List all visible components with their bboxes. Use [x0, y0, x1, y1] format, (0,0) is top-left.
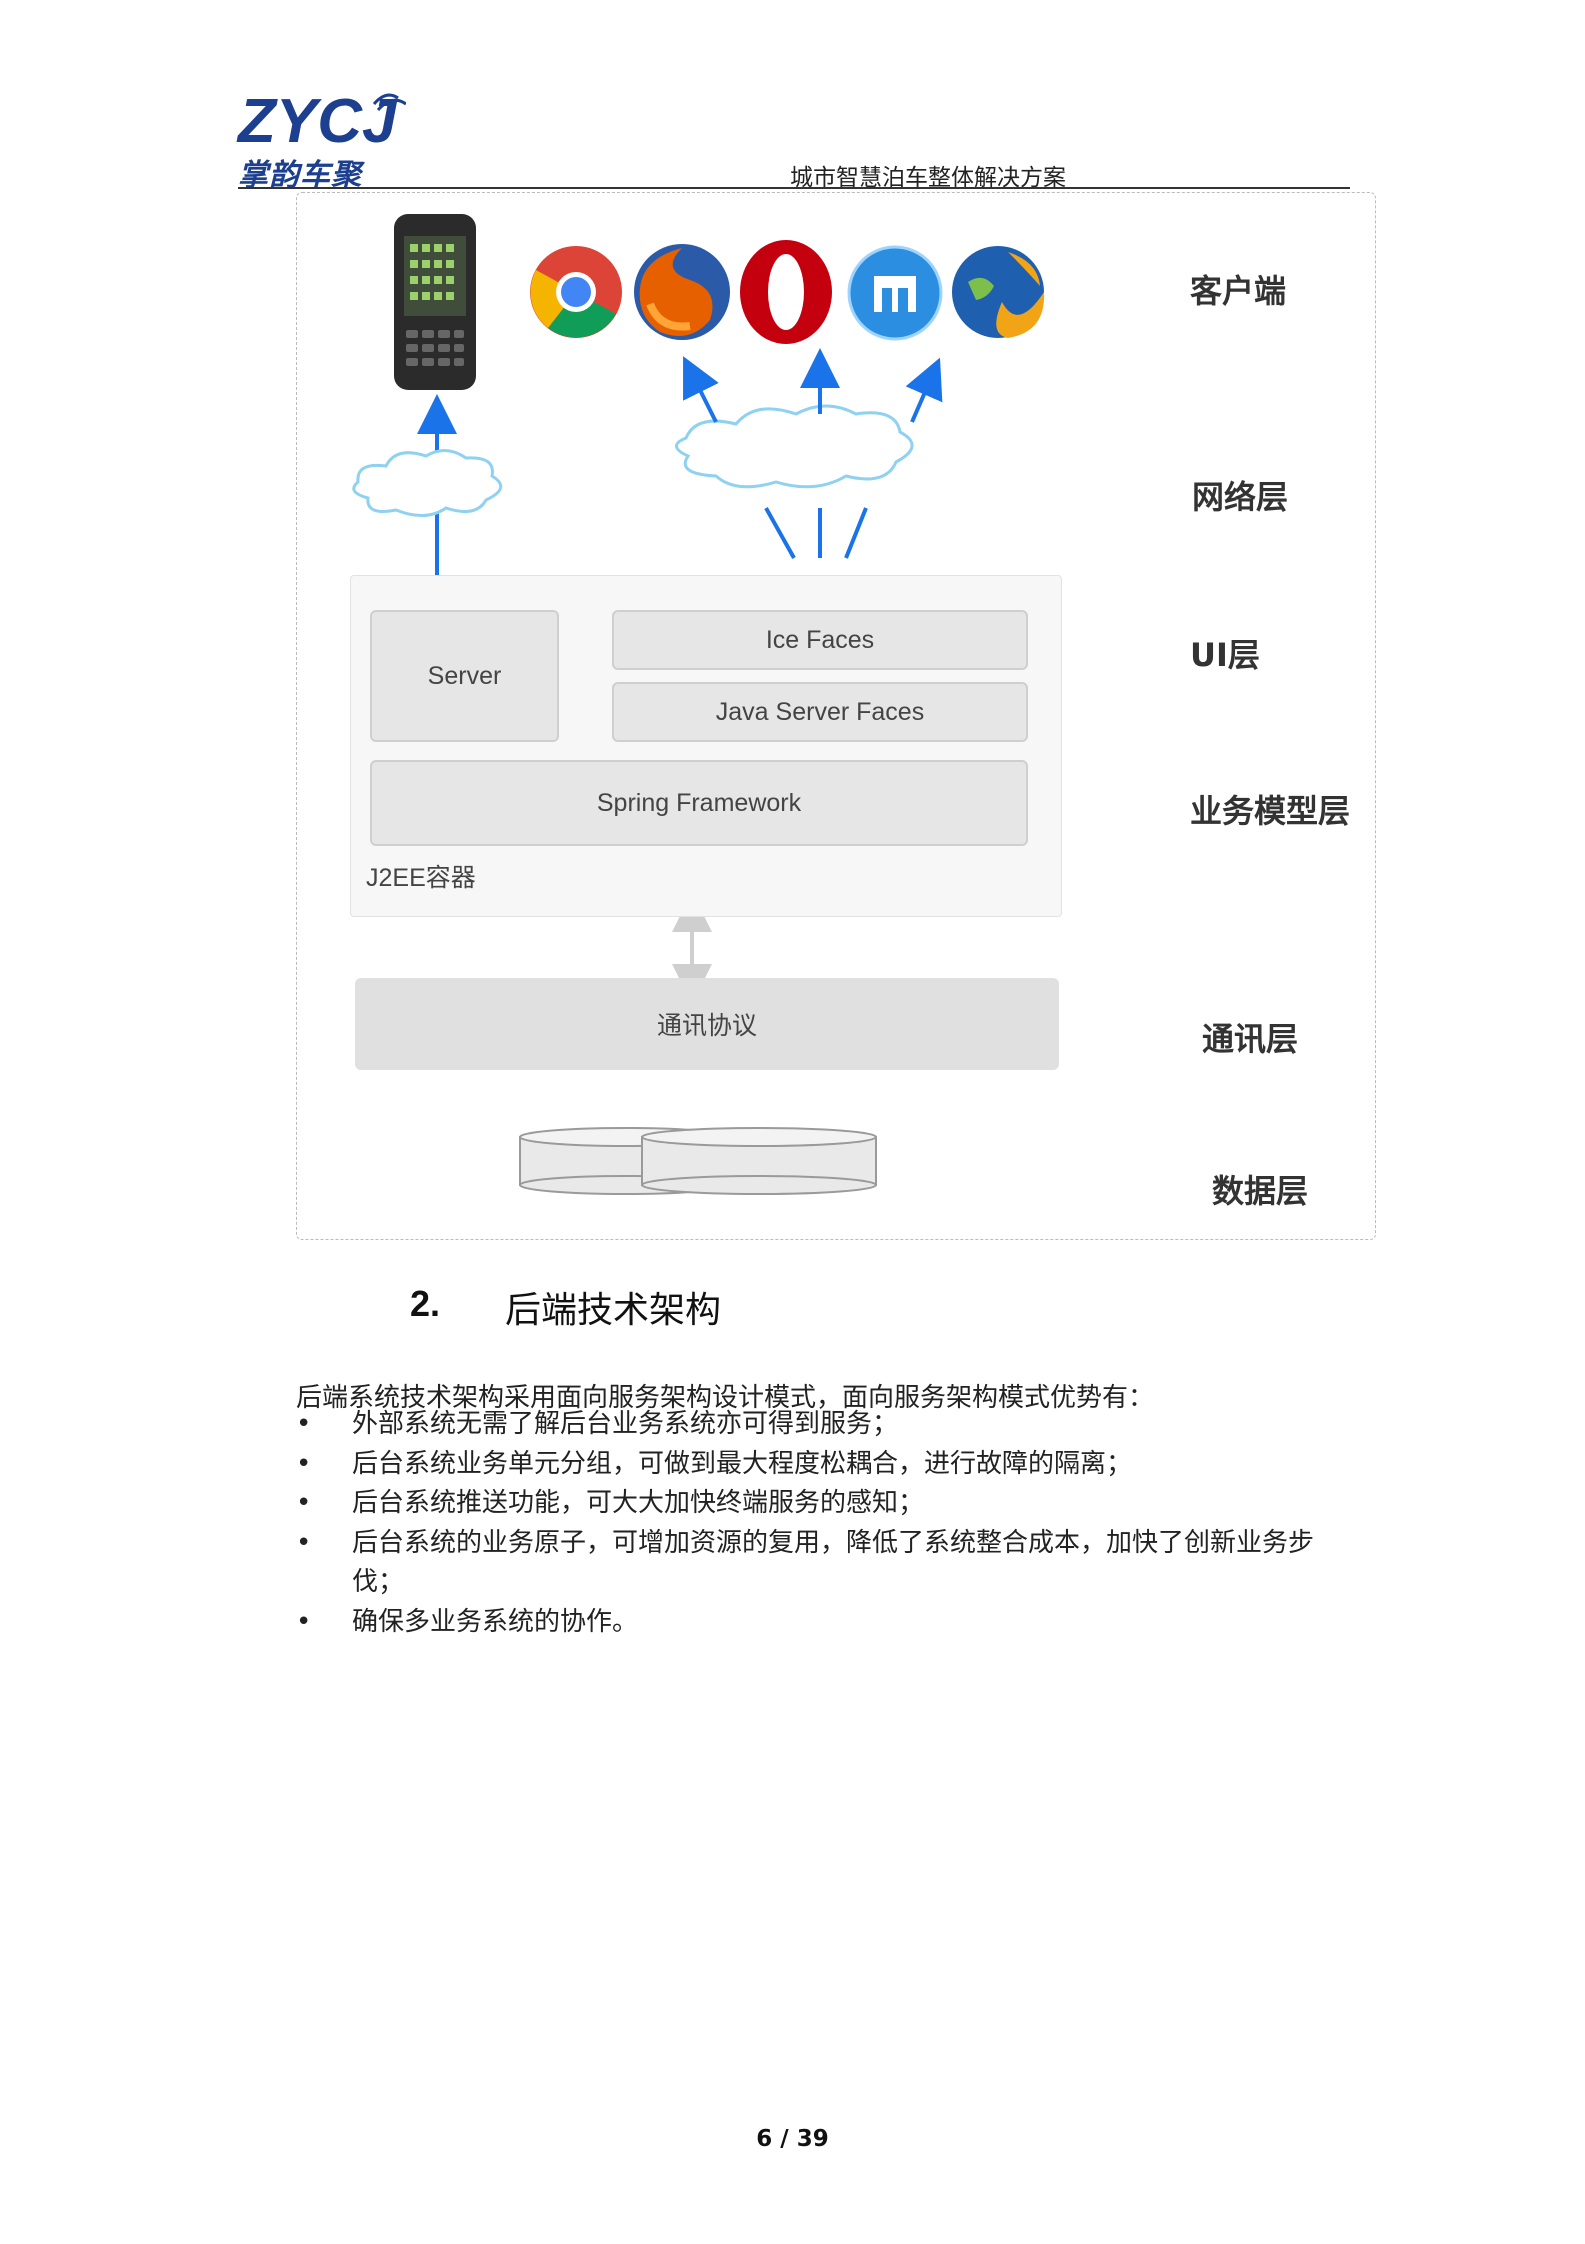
layer-label-network: 网络层	[1192, 478, 1289, 516]
list-item: • 后台系统的业务原子，可增加资源的复用，降低了系统整合成本，加快了创新业务步伐…	[296, 1524, 1356, 1603]
jsf-box: Java Server Faces	[612, 682, 1028, 742]
section-number: 2.	[410, 1283, 441, 1324]
browser-globe-icon	[948, 242, 1048, 346]
cloud-icon	[352, 449, 503, 517]
company-logo: ZYCJ	[236, 84, 407, 194]
layer-label-comm: 通讯层	[1202, 1020, 1299, 1058]
cloud-icon	[675, 404, 914, 489]
chrome-icon	[528, 244, 624, 344]
server-box: Server	[370, 610, 559, 742]
bullet-icon: •	[296, 1409, 312, 1439]
j2ee-container-label: J2EE容器	[366, 864, 476, 892]
bullet-icon: •	[296, 1527, 312, 1558]
firefox-icon	[630, 240, 734, 348]
svg-text:ZYCJ: ZYCJ	[236, 87, 398, 154]
spring-framework-box: Spring Framework	[370, 760, 1028, 846]
layer-label-business: 业务模型层	[1190, 792, 1351, 830]
handheld-device-icon	[390, 212, 480, 396]
ie-icon	[846, 244, 944, 346]
section-title: 后端技术架构	[505, 1290, 722, 1331]
bullet-icon: •	[296, 1488, 312, 1518]
section-intro: 后端系统技术架构采用面向服务架构设计模式，面向服务架构模式优势有：	[296, 1383, 1155, 1413]
protocol-box: 通讯协议	[355, 978, 1059, 1070]
list-item: • 后台系统推送功能，可大大加快终端服务的感知；	[296, 1484, 1356, 1524]
page-number: 6 / 39	[756, 2126, 829, 2152]
up-arrow-icon	[683, 356, 719, 423]
opera-icon	[736, 238, 836, 350]
list-item: • 外部系统无需了解后台业务系统亦可得到服务；	[296, 1405, 1356, 1445]
bullet-icon: •	[296, 1606, 312, 1637]
ice-faces-box: Ice Faces	[612, 610, 1028, 670]
layer-label-data: 数据层	[1212, 1172, 1309, 1210]
document-title: 城市智慧泊车整体解决方案	[790, 165, 1066, 191]
architecture-figure	[296, 192, 1376, 1240]
list-item: • 后台系统业务单元分组，可做到最大程度松耦合，进行故障的隔离；	[296, 1445, 1356, 1485]
list-item: • 确保多业务系统的协作。	[296, 1603, 1356, 1643]
database-icon	[641, 1127, 877, 1195]
header-divider	[238, 187, 1350, 189]
bullet-icon: •	[296, 1448, 312, 1479]
advantages-list: • 外部系统无需了解后台业务系统亦可得到服务； • 后台系统业务单元分组，可做到…	[296, 1405, 1356, 1642]
up-arrow-icon	[905, 357, 943, 423]
layer-label-client: 客户端	[1190, 272, 1287, 310]
layer-label-ui: UI层	[1190, 636, 1260, 674]
logo-mark-icon: ZYCJ	[236, 87, 407, 156]
architecture-diagram-connectors	[352, 348, 943, 1195]
